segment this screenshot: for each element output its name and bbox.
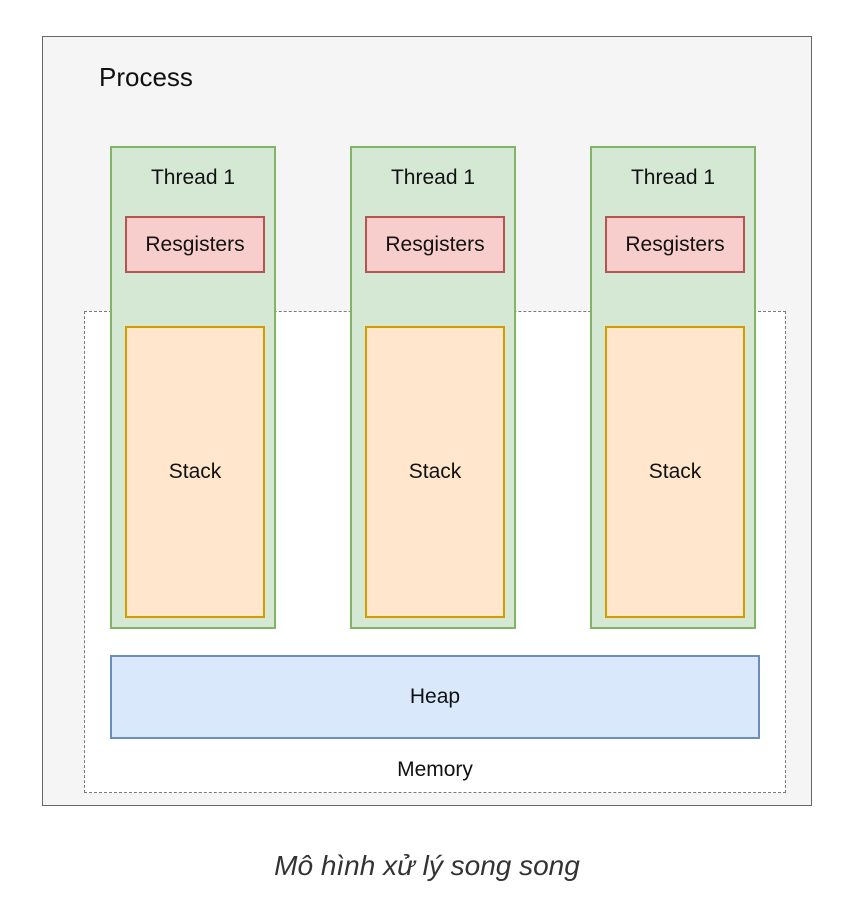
thread-box-1: Thread 1 Resgisters Stack — [110, 146, 276, 629]
stack-box: Stack — [125, 326, 265, 618]
process-label: Process — [99, 62, 193, 92]
thread-label: Thread 1 — [390, 166, 476, 189]
registers-box: Resgisters — [365, 216, 505, 273]
thread-box-2: Thread 1 Resgisters Stack — [350, 146, 516, 629]
registers-box: Resgisters — [605, 216, 745, 273]
heap-box: Heap — [110, 655, 760, 739]
thread-box-3: Thread 1 Resgisters Stack — [590, 146, 756, 629]
thread-label: Thread 1 — [150, 166, 236, 189]
stack-box: Stack — [605, 326, 745, 618]
registers-box: Resgisters — [125, 216, 265, 273]
stack-box: Stack — [365, 326, 505, 618]
memory-label: Memory — [397, 758, 473, 781]
thread-label: Thread 1 — [630, 166, 716, 189]
figure-caption: Mô hình xử lý song song — [274, 850, 580, 881]
